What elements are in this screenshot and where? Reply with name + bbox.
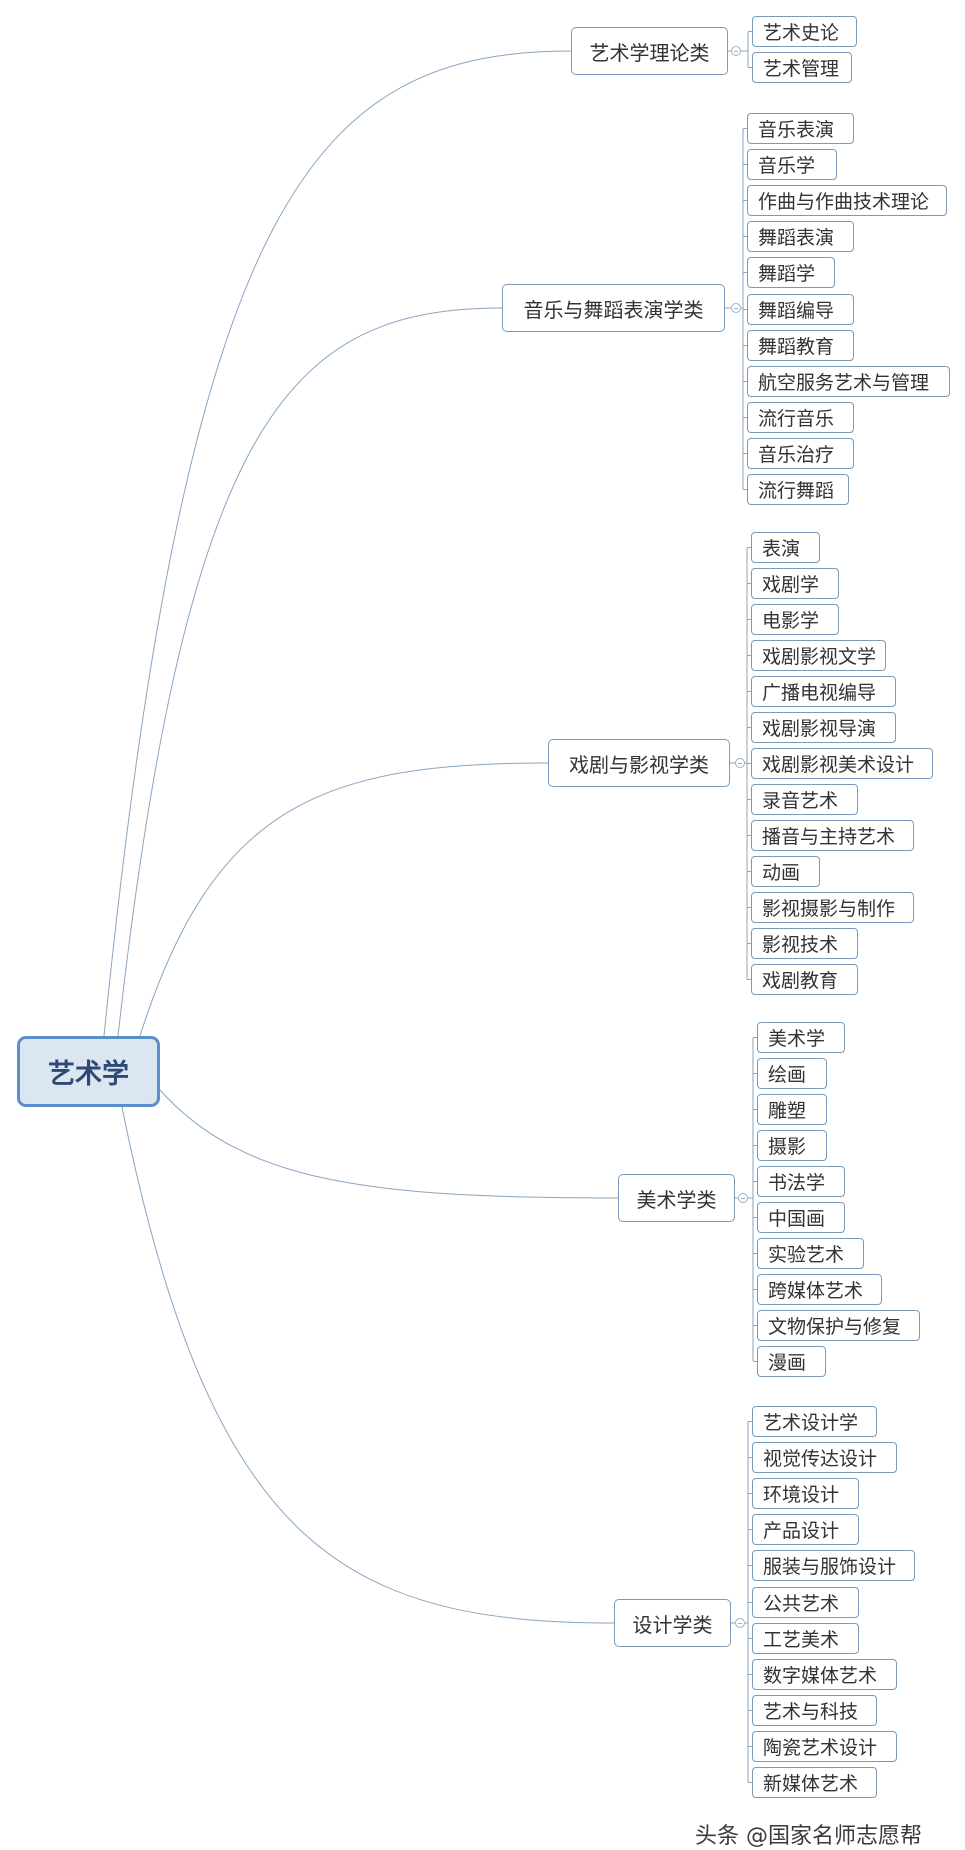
watermark: 头条 @国家名师志愿帮 — [695, 1824, 922, 1849]
major-node[interactable]: 动画 — [751, 856, 820, 887]
major-node[interactable]: 雕塑 — [757, 1094, 827, 1125]
major-node[interactable]: 舞蹈教育 — [747, 330, 854, 361]
major-node[interactable]: 实验艺术 — [757, 1238, 864, 1269]
major-node[interactable]: 戏剧影视文学 — [751, 640, 886, 671]
connector-line — [139, 762, 549, 1037]
connector-line — [121, 1106, 615, 1624]
major-node[interactable]: 美术学 — [757, 1022, 845, 1053]
major-node[interactable]: 音乐学 — [747, 149, 837, 180]
major-node[interactable]: 音乐表演 — [747, 113, 854, 144]
major-node[interactable]: 工艺美术 — [752, 1623, 859, 1654]
major-node[interactable]: 舞蹈编导 — [747, 294, 854, 325]
collapse-toggle-icon[interactable] — [735, 1618, 745, 1628]
major-node[interactable]: 视觉传达设计 — [752, 1442, 897, 1473]
major-node[interactable]: 摄影 — [757, 1130, 827, 1161]
collapse-toggle-icon[interactable] — [731, 303, 741, 313]
major-node[interactable]: 舞蹈表演 — [747, 221, 854, 252]
major-node[interactable]: 航空服务艺术与管理 — [747, 366, 950, 397]
major-node[interactable]: 电影学 — [751, 604, 839, 635]
collapse-toggle-icon[interactable] — [731, 46, 741, 56]
major-node[interactable]: 戏剧学 — [751, 568, 839, 599]
major-node[interactable]: 影视摄影与制作 — [751, 892, 914, 923]
major-node[interactable]: 舞蹈学 — [747, 257, 835, 288]
major-node[interactable]: 播音与主持艺术 — [751, 820, 914, 851]
category-node[interactable]: 美术学类 — [618, 1174, 735, 1222]
major-node[interactable]: 录音艺术 — [751, 784, 858, 815]
major-node[interactable]: 表演 — [751, 532, 820, 563]
collapse-toggle-icon[interactable] — [738, 1193, 748, 1203]
major-node[interactable]: 艺术史论 — [752, 16, 857, 47]
category-node[interactable]: 音乐与舞蹈表演学类 — [502, 284, 725, 332]
major-node[interactable]: 流行舞蹈 — [747, 474, 849, 505]
major-node[interactable]: 跨媒体艺术 — [757, 1274, 882, 1305]
major-node[interactable]: 艺术管理 — [752, 52, 852, 83]
connector-line — [117, 307, 503, 1037]
major-node[interactable]: 作曲与作曲技术理论 — [747, 185, 947, 216]
major-node[interactable]: 音乐治疗 — [747, 438, 854, 469]
major-node[interactable]: 新媒体艺术 — [752, 1767, 877, 1798]
major-node[interactable]: 戏剧教育 — [751, 964, 858, 995]
major-node[interactable]: 流行音乐 — [747, 402, 854, 433]
major-node[interactable]: 艺术与科技 — [752, 1695, 877, 1726]
major-node[interactable]: 漫画 — [757, 1346, 826, 1377]
major-node[interactable]: 影视技术 — [751, 928, 858, 959]
major-node[interactable]: 产品设计 — [752, 1514, 859, 1545]
major-node[interactable]: 绘画 — [757, 1058, 827, 1089]
major-node[interactable]: 环境设计 — [752, 1478, 859, 1509]
category-node[interactable]: 艺术学理论类 — [571, 27, 728, 75]
collapse-toggle-icon[interactable] — [735, 758, 745, 768]
category-node[interactable]: 戏剧与影视学类 — [548, 739, 730, 787]
major-node[interactable]: 服装与服饰设计 — [752, 1550, 915, 1581]
major-node[interactable]: 戏剧影视美术设计 — [751, 748, 933, 779]
major-node[interactable]: 戏剧影视导演 — [751, 712, 896, 743]
major-node[interactable]: 陶瓷艺术设计 — [752, 1731, 897, 1762]
major-node[interactable]: 书法学 — [757, 1166, 845, 1197]
major-node[interactable]: 数字媒体艺术 — [752, 1659, 897, 1690]
connector-line — [103, 50, 572, 1037]
category-node[interactable]: 设计学类 — [614, 1599, 731, 1647]
major-node[interactable]: 广播电视编导 — [751, 676, 896, 707]
connector-line — [159, 1089, 619, 1199]
major-node[interactable]: 文物保护与修复 — [757, 1310, 920, 1341]
major-node[interactable]: 中国画 — [757, 1202, 845, 1233]
major-node[interactable]: 公共艺术 — [752, 1587, 859, 1618]
major-node[interactable]: 艺术设计学 — [752, 1406, 877, 1437]
root-node[interactable]: 艺术学 — [17, 1036, 160, 1107]
